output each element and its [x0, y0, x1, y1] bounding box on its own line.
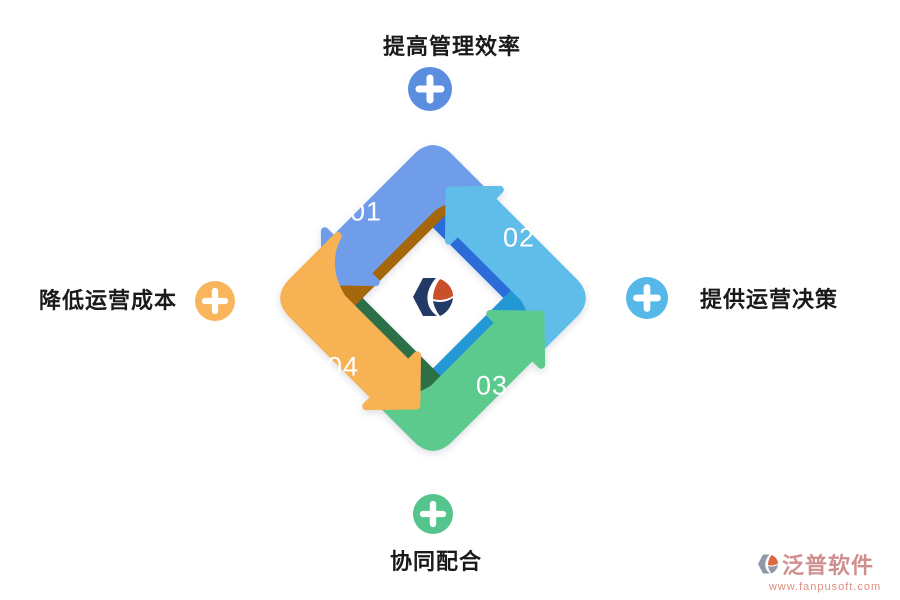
- plus-icon-top: [408, 67, 452, 111]
- step-number-01: 01: [349, 196, 383, 227]
- watermark-brand-text: 泛普软件: [782, 553, 875, 578]
- step-number-02: 02: [502, 222, 536, 253]
- step-number-03: 03: [475, 370, 509, 401]
- label-provide-operation-decisions: 提供运营决策: [699, 287, 839, 312]
- label-reduce-operating-costs: 降低运营成本: [38, 288, 178, 313]
- label-improve-management-efficiency: 提高管理效率: [382, 34, 522, 59]
- fanpu-watermark-logo-icon: [758, 554, 778, 574]
- watermark-url-text: www.fanpusoft.com: [768, 581, 882, 593]
- fanpu-logo-icon: [413, 278, 453, 316]
- plus-icon-left: [195, 281, 235, 321]
- label-collaborative-cooperation: 协同配合: [389, 549, 483, 574]
- plus-icon-bottom: [413, 494, 453, 534]
- step-number-04: 04: [326, 351, 360, 382]
- plus-icon-right: [626, 277, 668, 319]
- watermark: 泛普软件 www.fanpusoft.com: [756, 548, 894, 593]
